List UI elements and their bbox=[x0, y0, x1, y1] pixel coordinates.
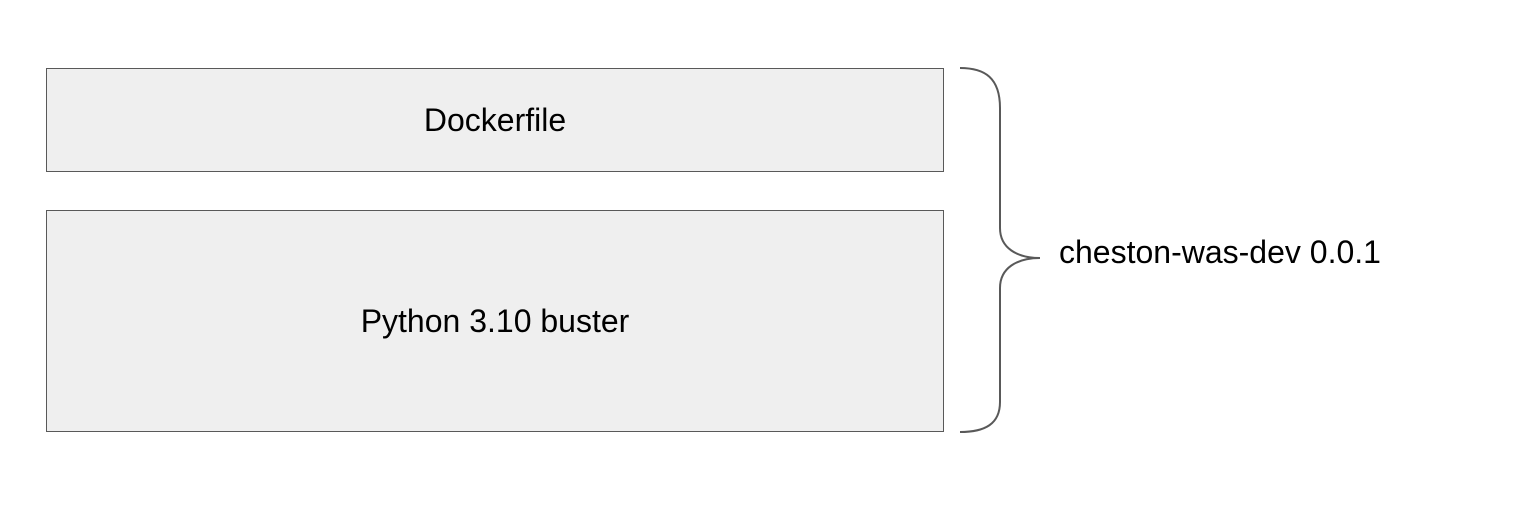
layer-dockerfile-label: Dockerfile bbox=[423, 101, 567, 138]
layer-python-base-label: Python 3.10 buster bbox=[360, 302, 630, 339]
layer-dockerfile: Dockerfile bbox=[46, 68, 944, 172]
layer-python-base: Python 3.10 buster bbox=[46, 210, 944, 432]
brace-path bbox=[959, 67, 1041, 433]
image-version-label: cheston-was-dev 0.0.1 bbox=[1059, 234, 1381, 270]
curly-brace-right-icon bbox=[959, 67, 1041, 433]
